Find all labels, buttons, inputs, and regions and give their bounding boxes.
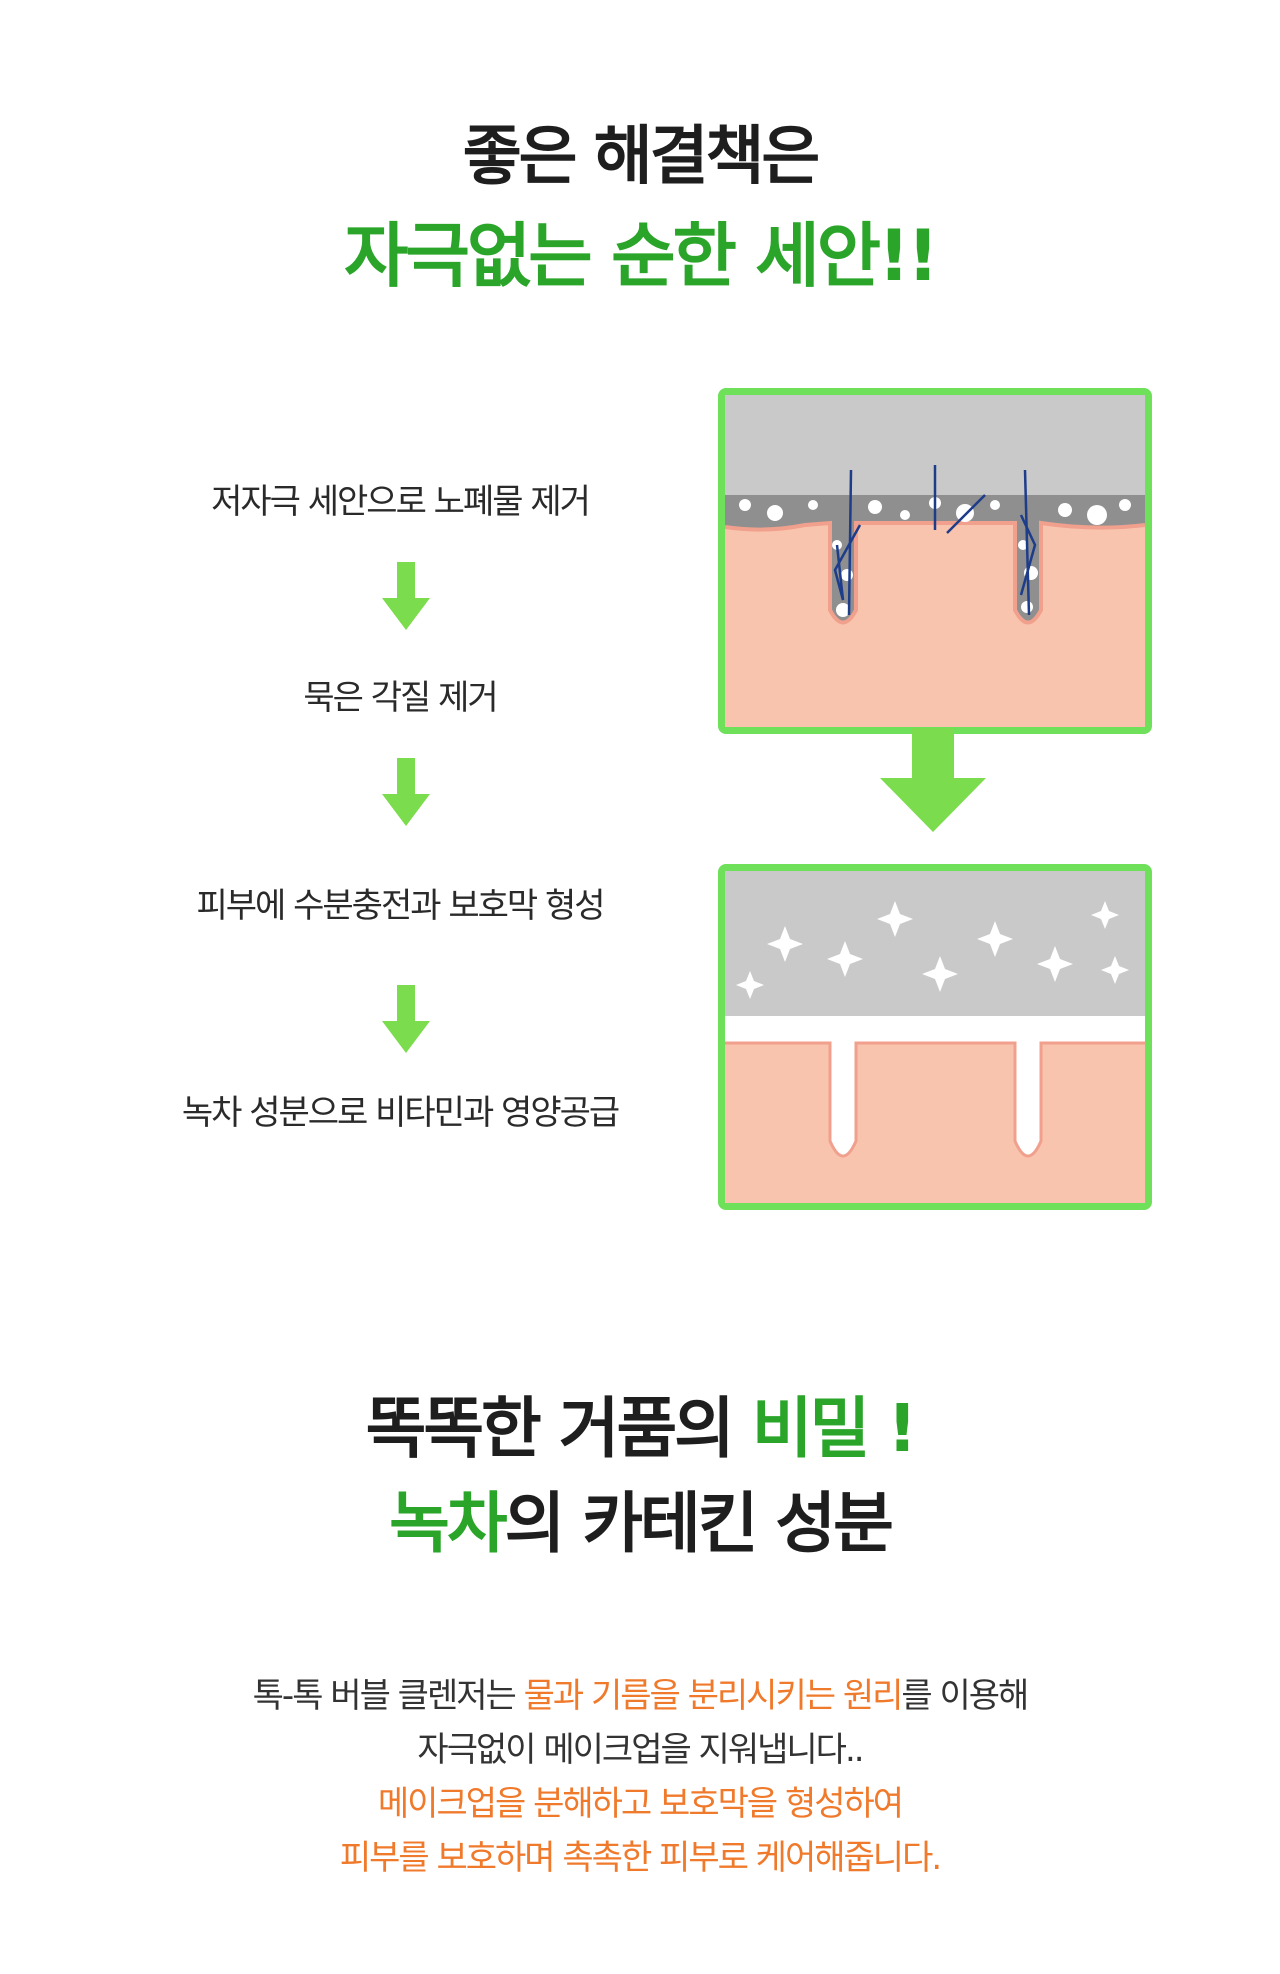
step-moisture-barrier: 피부에 수분충전과 보호막 형성 bbox=[196, 886, 605, 926]
headline-gentle-cleansing: 자극없는 순한 세안!! bbox=[344, 215, 939, 297]
step-remove-waste: 저자극 세안으로 노폐물 제거 bbox=[211, 482, 591, 522]
down-arrow-icon bbox=[880, 728, 986, 832]
description-line-3: 메이크업을 분해하고 보호막을 형성하여 bbox=[377, 1784, 904, 1824]
down-arrow-icon bbox=[382, 562, 430, 630]
down-arrow-icon bbox=[382, 758, 430, 826]
down-arrow-icon bbox=[382, 985, 430, 1053]
headline-good-solution: 좋은 해결책은 bbox=[462, 120, 821, 194]
headline-catechin: 의 카테킨 성분 bbox=[504, 1485, 894, 1562]
description-line-4: 피부를 보호하며 촉촉한 피부로 케어해줍니다. bbox=[339, 1838, 942, 1878]
description-line-1c: 를 이용해 bbox=[901, 1676, 1029, 1716]
pore-clean-illustration bbox=[718, 864, 1152, 1210]
step-green-tea-nutrition: 녹차 성분으로 비타민과 영양공급 bbox=[181, 1093, 620, 1133]
pore-dirty-illustration bbox=[718, 388, 1152, 734]
description-line-1a: 톡-톡 버블 클렌저는 bbox=[252, 1676, 524, 1716]
step-remove-dead-skin: 묵은 각질 제거 bbox=[303, 678, 498, 718]
description-line-1b: 물과 기름을 분리시키는 원리 bbox=[523, 1676, 904, 1716]
description-line-1: 톡-톡 버블 클렌저는 물과 기름을 분리시키는 원리를 이용해 bbox=[0, 1668, 1280, 1724]
description-line-2: 자극없이 메이크업을 지워냅니다.. bbox=[417, 1730, 864, 1770]
headline-green-tea: 녹차 bbox=[389, 1485, 507, 1562]
headline-foam-secret-b: 비밀 ! bbox=[751, 1390, 918, 1467]
headline-green-tea-catechin: 녹차의 카테킨 성분 bbox=[0, 1470, 1280, 1566]
headline-foam-secret: 똑똑한 거품의 비밀 ! bbox=[0, 1375, 1280, 1471]
headline-foam-secret-a: 똑똑한 거품의 bbox=[365, 1390, 752, 1467]
